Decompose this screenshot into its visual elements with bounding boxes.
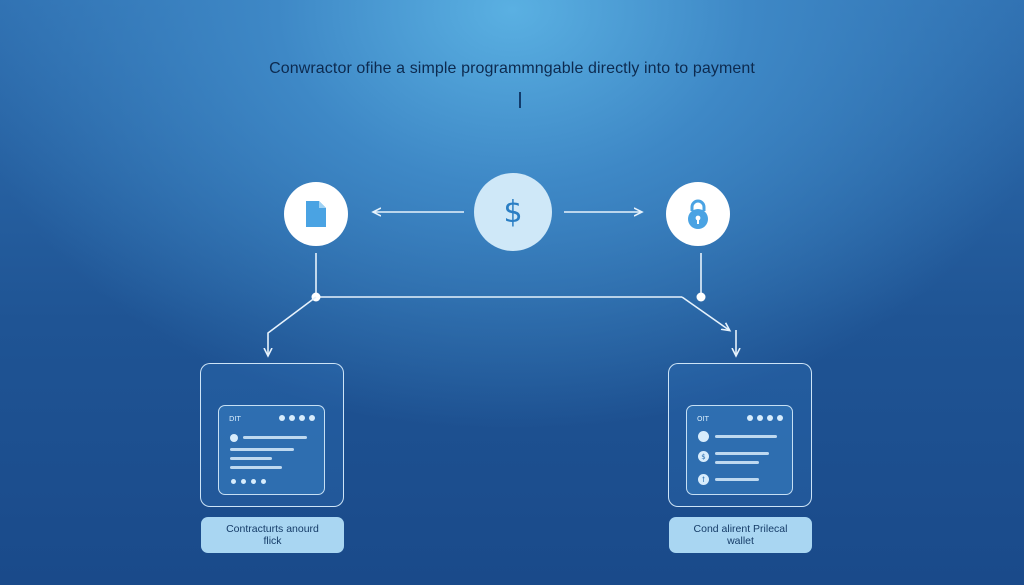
window-dots xyxy=(747,415,783,421)
left-device-panel: DIT xyxy=(200,363,344,507)
dollar-icon: $ xyxy=(503,194,523,230)
text-line-placeholder xyxy=(715,478,759,481)
pager-dots xyxy=(231,479,266,484)
diagram-headline: Conwractor ofihe a simple programmngable… xyxy=(269,60,755,77)
branch-to-left-panel xyxy=(268,296,317,355)
payment-node: $ xyxy=(474,173,552,251)
text-line-placeholder xyxy=(715,435,777,438)
branch-diagonal-right xyxy=(681,296,729,330)
right-caption: Cond alirent Prilecal wallet xyxy=(669,517,812,553)
list-bullet xyxy=(230,434,238,442)
text-line-placeholder xyxy=(230,466,282,469)
info-bullet: ꝉ xyxy=(698,474,709,485)
left-device-screen: DIT xyxy=(218,405,325,495)
left-caption-line2: flick xyxy=(263,535,282,547)
text-line-placeholder xyxy=(715,461,759,464)
left-caption: Contracturts anourd flick xyxy=(201,517,344,553)
right-caption-line2: wallet xyxy=(727,535,754,547)
document-node xyxy=(284,182,348,246)
lock-node xyxy=(666,182,730,246)
status-bullet xyxy=(698,431,709,442)
text-line-placeholder xyxy=(230,448,294,451)
right-device-screen: OIT $ ꝉ xyxy=(686,405,793,495)
text-line-placeholder xyxy=(243,436,307,439)
lock-icon xyxy=(688,199,708,229)
screen-tag-right: OIT xyxy=(697,415,709,423)
junction-right xyxy=(696,292,706,302)
text-cursor-mark xyxy=(519,92,521,108)
text-line-placeholder xyxy=(230,457,272,460)
dollar-bullet: $ xyxy=(698,451,709,462)
left-caption-line1: Contracturts anourd xyxy=(226,523,319,535)
text-line-placeholder xyxy=(715,452,769,455)
screen-tag-left: DIT xyxy=(229,415,241,423)
right-device-panel: OIT $ ꝉ xyxy=(668,363,812,507)
document-icon xyxy=(306,201,326,227)
window-dots xyxy=(279,415,315,421)
right-caption-line1: Cond alirent Prilecal xyxy=(693,523,788,535)
